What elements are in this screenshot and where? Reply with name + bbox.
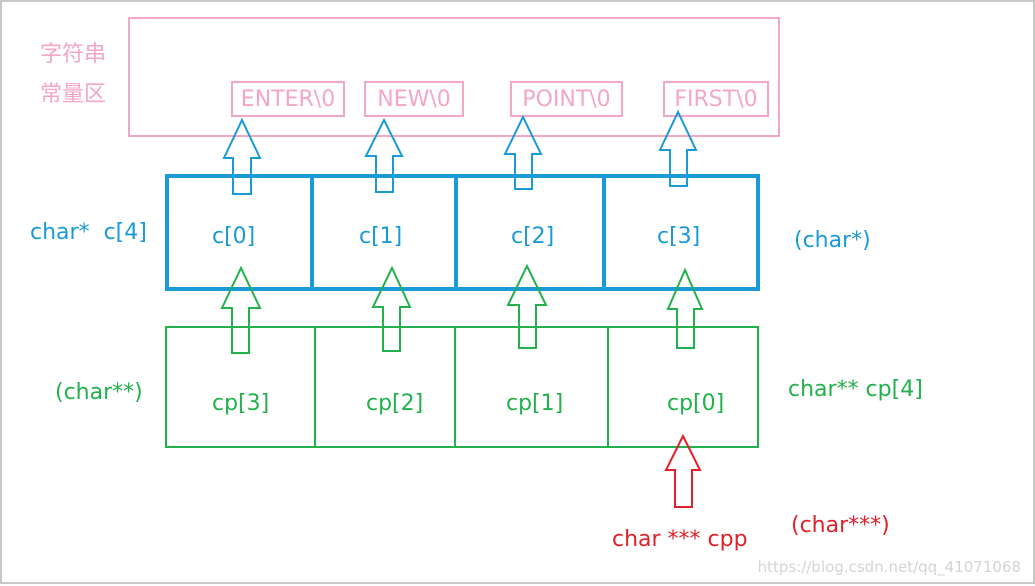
c-array (165, 174, 760, 291)
string-enter: ENTER\0 (231, 81, 345, 117)
arrow-cp3-to-c0 (220, 265, 262, 354)
arrow-c0-to-enter (222, 117, 262, 195)
string-point: POINT\0 (510, 81, 623, 117)
string-constant-region (128, 17, 780, 137)
cp-array-decl: char** cp[4] (788, 377, 923, 402)
c-array-divider (310, 178, 314, 287)
c-cell-2: c[2] (511, 224, 555, 249)
arrow-cp1-to-c2 (506, 263, 548, 349)
cp-cell-0: cp[0] (667, 391, 725, 416)
const-region-label-line2: 常量区 (40, 82, 107, 107)
c-array-type-note: (char*) (794, 228, 871, 253)
arrow-c1-to-new (364, 117, 404, 193)
arrow-cp0-to-c3 (666, 267, 704, 349)
cp-cell-1: cp[1] (506, 391, 564, 416)
arrow-c3-to-first (658, 109, 698, 187)
string-first: FIRST\0 (663, 81, 769, 117)
arrow-cp2-to-c1 (371, 265, 412, 352)
cp-array (165, 326, 759, 448)
c-cell-0: c[0] (212, 224, 256, 249)
arrow-c2-to-point (503, 114, 543, 190)
cpp-decl: char *** cpp (612, 527, 748, 552)
cp-array-divider (314, 328, 316, 446)
cp-cell-2: cp[2] (366, 391, 424, 416)
c-array-type: char* (30, 220, 90, 245)
arrow-cpp-to-cp0 (664, 433, 702, 508)
c-cell-3: c[3] (657, 224, 701, 249)
cp-array-divider (454, 328, 456, 446)
c-array-decl: char* c[4] (30, 222, 147, 244)
const-region-label-line1: 字符串 (40, 42, 107, 67)
c-array-divider (454, 178, 458, 287)
cp-array-divider (607, 328, 609, 446)
watermark: https://blog.csdn.net/qq_41071068 (757, 558, 1021, 576)
cpp-type-note: (char***) (791, 513, 890, 538)
c-array-divider (602, 178, 606, 287)
c-cell-1: c[1] (359, 224, 403, 249)
cp-array-type-note: (char**) (55, 380, 143, 405)
string-new: NEW\0 (364, 81, 464, 117)
c-array-name: c[4] (103, 220, 147, 245)
cp-cell-3: cp[3] (212, 391, 270, 416)
